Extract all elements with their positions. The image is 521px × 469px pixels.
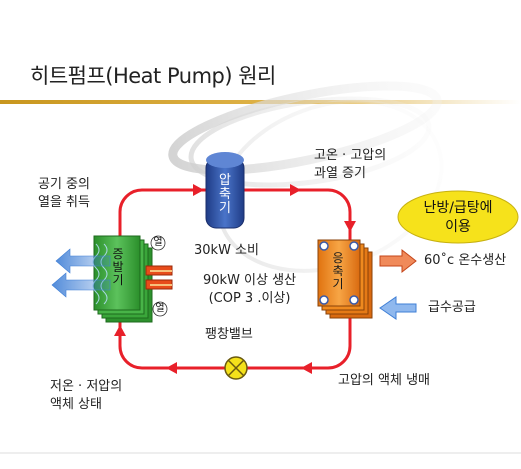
air-heat-label: 공기 중의 열을 취득: [38, 176, 90, 212]
production-line2: (COP 3 .이상): [208, 291, 291, 306]
page-title: 히트펌프(Heat Pump) 원리: [30, 64, 276, 88]
low-temp-line1: 저온 · 저압의: [50, 379, 123, 394]
heat-marker-bottom: 열: [155, 303, 165, 314]
flow-arrow-top-right: [290, 184, 301, 196]
expansion-valve: [224, 356, 248, 380]
compressor-label: 압축기: [219, 173, 231, 216]
flow-arrows: [114, 184, 356, 374]
production-line1: 90kW 이상 생산: [203, 273, 297, 288]
usage-bubble: [397, 190, 519, 244]
heat-marker-bottom-circle: [152, 301, 168, 317]
usage-label: 난방/급탕에 이용: [400, 199, 516, 237]
water-supply-arrow: [379, 296, 417, 320]
power-consumption-label: 30kW 소비: [194, 243, 259, 258]
cold-air-arrows: [51, 248, 111, 298]
high-pressure-liquid-label: 고압의 액체 냉매: [338, 373, 430, 388]
air-heat-line1: 공기 중의: [38, 177, 90, 192]
flow-arrow-right-down: [344, 221, 356, 232]
low-temp-line2: 액체 상태: [50, 397, 102, 412]
evaporator-label: 증발기: [112, 247, 124, 287]
condenser: [317, 239, 373, 319]
flow-arrow-bottom-right: [301, 362, 312, 374]
high-temp-line2: 과열 증기: [314, 166, 366, 181]
air-heat-line2: 열을 취득: [38, 195, 90, 210]
heat-marker-top-circle: [150, 235, 166, 251]
flow-arrow-top-left: [193, 184, 204, 196]
heat-tubes: [145, 265, 173, 290]
hot-water-label: 60˚c 온수생산: [424, 253, 507, 268]
high-temp-line1: 고온 · 고압의: [314, 148, 387, 163]
water-supply-label: 급수공급: [428, 300, 476, 315]
expansion-valve-label: 팽창밸브: [205, 327, 253, 342]
usage-line2: 이용: [445, 219, 471, 235]
high-temp-vapor-label: 고온 · 고압의 과열 증기: [314, 147, 386, 183]
condenser-label: 응축기: [332, 251, 344, 291]
hot-water-arrow: [379, 248, 417, 274]
usage-line1: 난방/급탕에: [423, 200, 493, 216]
heat-marker-top: 열: [153, 237, 163, 248]
flow-arrow-bottom-left: [166, 362, 177, 374]
bottom-divider: [0, 452, 521, 454]
low-temp-liquid-label: 저온 · 저압의 액체 상태: [50, 378, 122, 414]
compressor: [205, 152, 245, 229]
production-label: 90kW 이상 생산 (COP 3 .이상): [203, 272, 296, 308]
flow-arrow-left-up: [114, 325, 126, 336]
